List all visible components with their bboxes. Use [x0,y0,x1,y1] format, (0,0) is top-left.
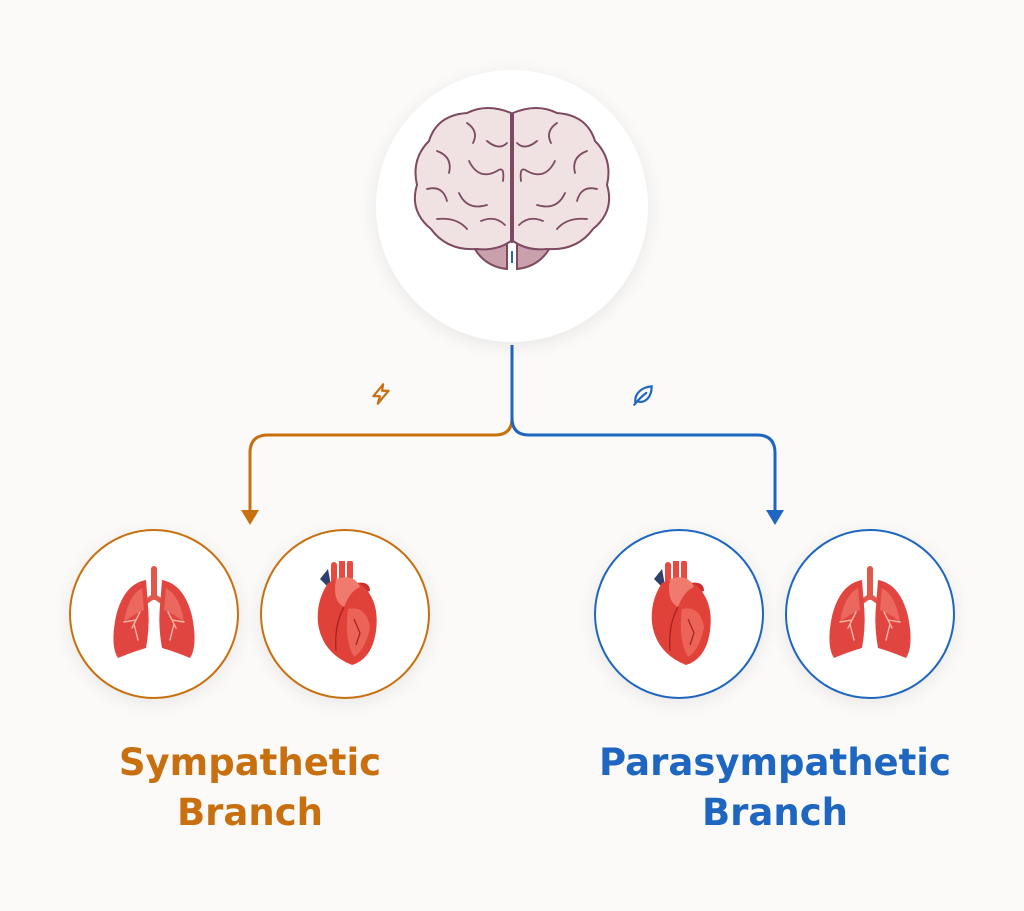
lungs-icon [826,566,914,662]
lungs-icon [110,566,198,662]
sympathetic-label-line2: Branch [176,791,324,834]
heart-icon [644,561,714,667]
sympathetic-connector [248,417,514,512]
heart-icon [310,561,380,667]
parasympathetic-arrowhead [766,510,784,525]
parasympathetic-label-line1: Parasympathetic [599,741,951,784]
brain-node [376,70,648,342]
lightning-bolt-icon [372,383,390,405]
sympathetic-arrowhead [241,510,259,525]
parasympathetic-branch-label: Parasympathetic Branch [575,738,975,838]
parasympathetic-connector [510,417,777,512]
sympathetic-branch-label: Sympathetic Branch [50,738,450,838]
sympathetic-heart-node [260,529,430,699]
sympathetic-label-line1: Sympathetic [118,741,382,784]
parasympathetic-label-line2: Branch [701,791,849,834]
brain-icon [413,107,611,271]
parasympathetic-heart-node [594,529,764,699]
parasympathetic-lungs-node [785,529,955,699]
sympathetic-lungs-node [69,529,239,699]
leaf-icon [633,385,653,406]
